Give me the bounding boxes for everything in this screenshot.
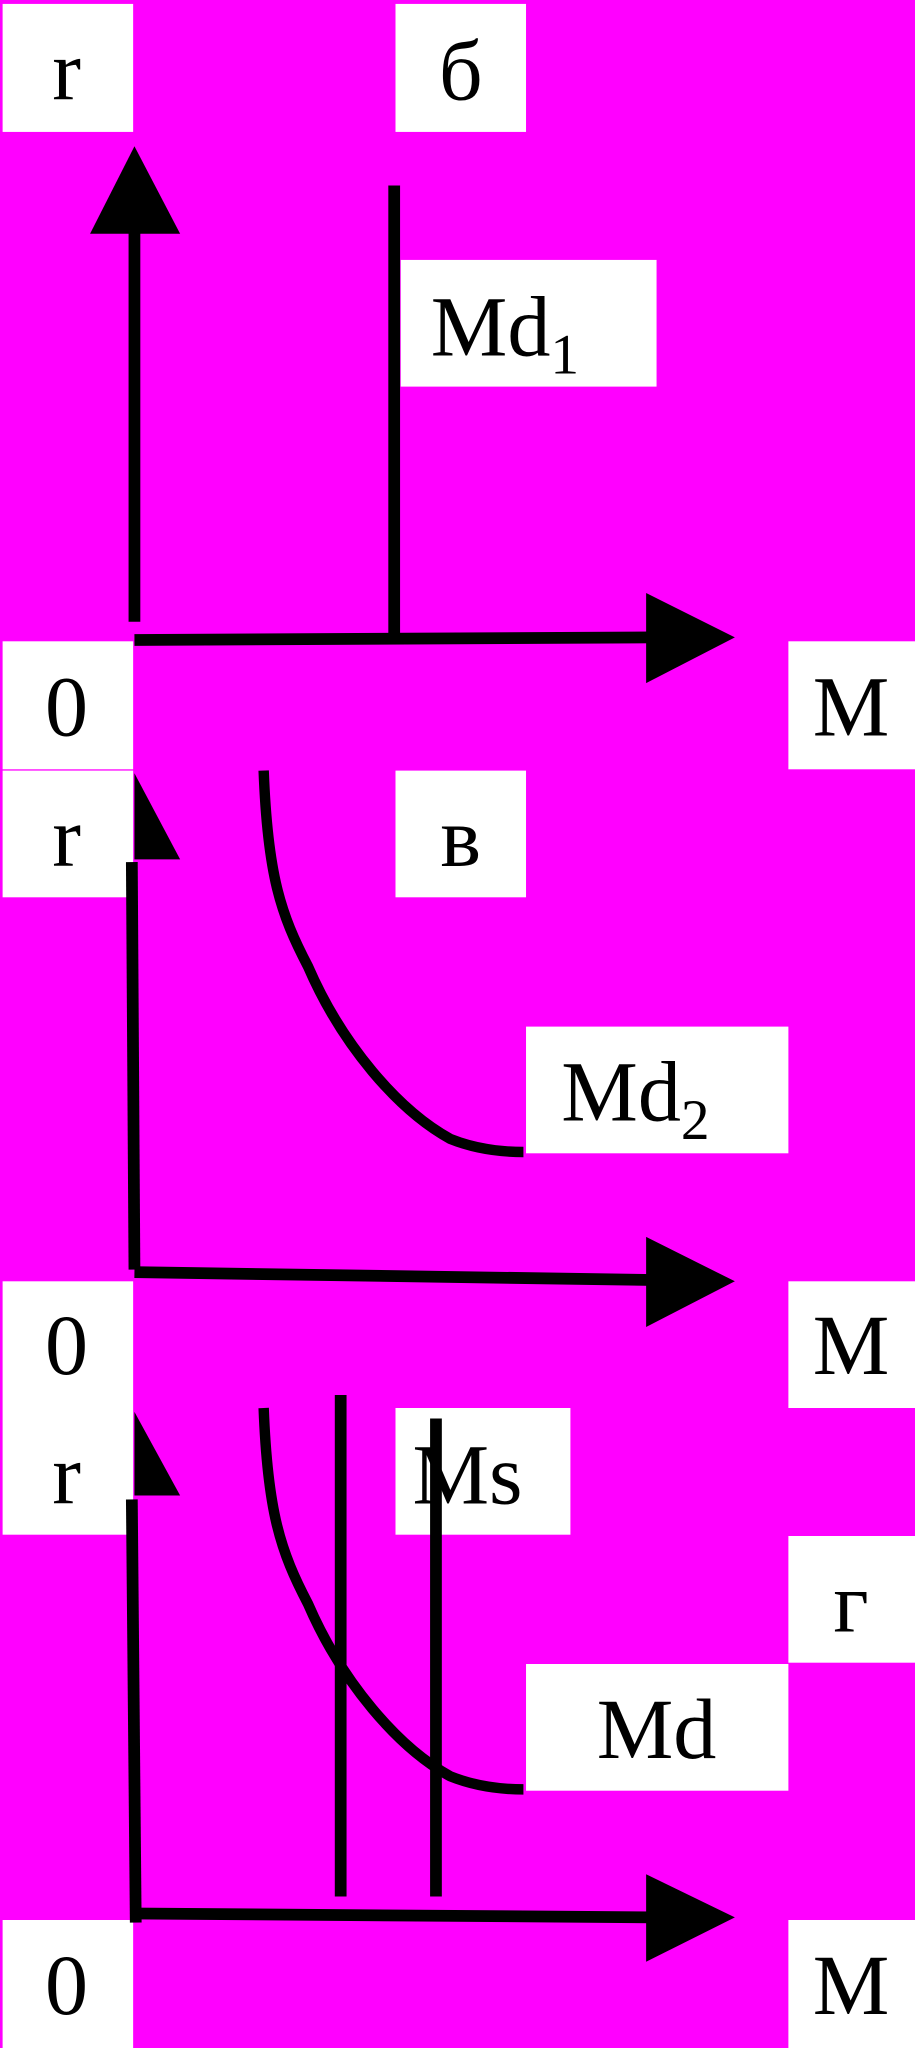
panel-label-box — [395, 3, 527, 132]
origin-label: 0 — [45, 658, 88, 754]
origin-label: 0 — [45, 1937, 88, 2033]
origin-label-box — [2, 1281, 134, 1408]
x-axis-label: M — [813, 1937, 890, 2033]
panel-b: r б Md1 0 M — [2, 3, 915, 770]
md2-label-main: Md — [561, 1044, 681, 1140]
origin-label-box — [2, 641, 134, 770]
y-axis — [125, 1499, 142, 1923]
y-axis-arrowhead — [134, 1411, 181, 1496]
md2-label-box — [526, 1026, 789, 1154]
md1-label-subscript: 1 — [550, 324, 579, 387]
origin-label-box — [2, 1920, 134, 2048]
y-axis-label: r — [52, 789, 81, 885]
y-axis-label: r — [52, 22, 81, 118]
origin-label: 0 — [45, 1297, 88, 1393]
x-axis-label-box — [788, 1281, 915, 1408]
panel-label-box — [395, 770, 527, 898]
md1-label-main: Md — [431, 278, 551, 374]
x-axis-label: M — [813, 1297, 890, 1393]
y-axis-label: r — [52, 1426, 81, 1522]
y-axis-label-box — [2, 1408, 134, 1535]
x-axis-arrowhead — [646, 592, 735, 684]
y-axis-label-box — [2, 770, 134, 898]
md-label-box — [526, 1664, 789, 1791]
panel-g: r Ms г Md 0 M — [2, 1394, 915, 2048]
y-axis-label-box — [2, 3, 134, 132]
x-axis-label-box — [788, 641, 915, 770]
md2-label-subscript: 2 — [681, 1089, 710, 1152]
y-axis-arrowhead — [134, 773, 181, 860]
x-axis-arrowhead — [646, 1874, 735, 1962]
ms-label: Ms — [412, 1426, 522, 1522]
x-axis — [134, 1266, 653, 1286]
md-curve — [258, 1407, 524, 1795]
md2-curve — [258, 770, 524, 1158]
panel-label-box — [788, 1536, 915, 1663]
md-label: Md — [597, 1681, 717, 1777]
md1-label: Md1 — [431, 278, 579, 386]
x-axis-arrowhead — [646, 1236, 735, 1328]
panel-label: в — [440, 789, 481, 885]
panel-v: r в Md2 0 M — [2, 770, 915, 1408]
x-axis-label: M — [813, 658, 890, 754]
y-axis-arrowhead — [90, 146, 181, 234]
y-axis — [125, 862, 141, 1270]
panel-label: г — [833, 1554, 868, 1650]
x-axis-label-box — [788, 1920, 915, 2048]
ms-label-box — [395, 1408, 571, 1535]
md1-label-box — [400, 259, 657, 387]
md2-label: Md2 — [561, 1044, 709, 1152]
panel-label: б — [439, 22, 483, 118]
x-axis — [135, 1907, 653, 1924]
